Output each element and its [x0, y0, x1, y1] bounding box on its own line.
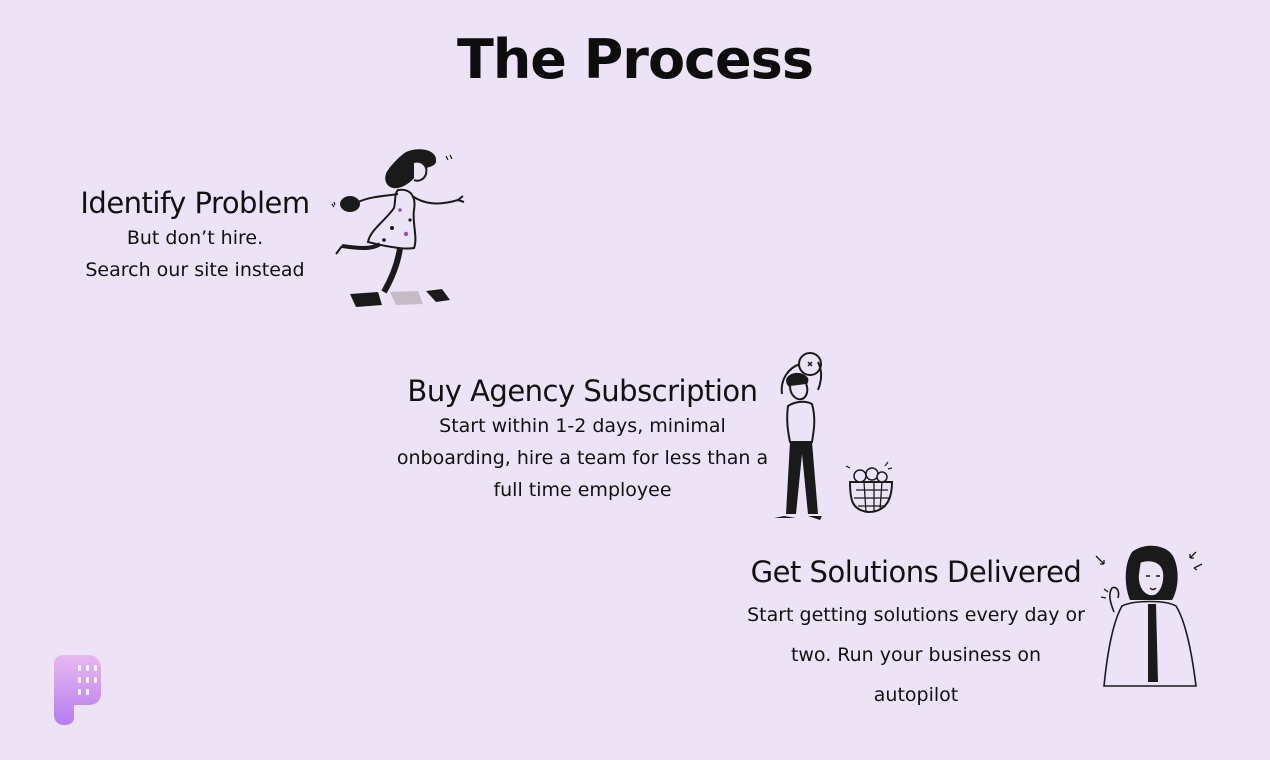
step-heading: Buy Agency Subscription — [407, 374, 758, 408]
step-heading: Get Solutions Delivered — [750, 555, 1082, 589]
step-description-line: But don’t hire. — [126, 227, 264, 249]
step-identify-problem: Identify Problem But don’t hire. Search … — [60, 186, 330, 284]
running-woman-illustration — [331, 149, 465, 307]
step-description-line: onboarding, hire a team for less than a — [396, 447, 769, 469]
step-get-solutions: Get Solutions Delivered Start getting so… — [735, 555, 1097, 709]
brand-p-logo-icon — [54, 655, 101, 725]
step-description-line: autopilot — [873, 684, 959, 706]
step-description-line: two. Run your business on — [790, 644, 1042, 666]
page-title: The Process — [457, 28, 814, 91]
man-lifting-ball-illustration — [774, 352, 894, 520]
step-description-line: Search our site instead — [85, 259, 305, 281]
step-buy-subscription: Buy Agency Subscription Start within 1-2… — [390, 374, 775, 504]
step-heading: Identify Problem — [80, 186, 310, 220]
step-description-line: Start getting solutions every day or — [747, 604, 1085, 626]
woman-thumbs-up-illustration — [1095, 545, 1203, 687]
step-description-line: full time employee — [493, 479, 672, 501]
step-description-line: Start within 1-2 days, minimal — [439, 415, 726, 437]
